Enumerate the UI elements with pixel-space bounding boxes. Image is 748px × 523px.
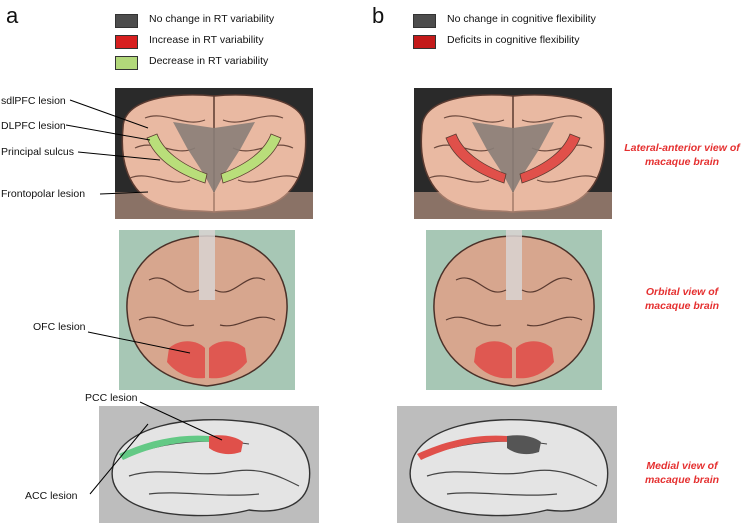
- view-label-line: Orbital view of: [645, 286, 719, 298]
- label-ofc: OFC lesion: [33, 321, 86, 333]
- medial-brain-image-b: [397, 406, 617, 523]
- view-label-medial: Medial view of macaque brain: [612, 459, 748, 487]
- view-label-line: Medial view of: [646, 460, 718, 472]
- legend-swatch: [115, 14, 138, 28]
- legend-label: Increase in RT variability: [149, 34, 264, 46]
- legend-label: No change in RT variability: [149, 13, 275, 25]
- panel-letter-b: b: [372, 3, 385, 28]
- view-label-line: macaque brain: [644, 474, 720, 486]
- lateral-brain-image-a: [115, 88, 313, 219]
- legend-swatch: [115, 35, 138, 49]
- label-principal-sulcus: Principal sulcus: [1, 146, 74, 158]
- view-label-line: macaque brain: [644, 300, 720, 312]
- label-dlpfc: DLPFC lesion: [1, 120, 66, 132]
- orbital-brain-image-b: [426, 230, 602, 390]
- medial-brain-image-a: [99, 406, 319, 523]
- label-frontopolar: Frontopolar lesion: [1, 188, 86, 200]
- legend-label: No change in cognitive flexibility: [447, 13, 596, 25]
- legend-label: Decrease in RT variability: [149, 55, 269, 67]
- legend-label: Deficits in cognitive flexibility: [447, 34, 580, 46]
- panel-letter-a: a: [6, 3, 19, 28]
- legend-swatch: [115, 56, 138, 70]
- view-label-orbital: Orbital view of macaque brain: [612, 285, 748, 313]
- legend-swatch: [413, 14, 436, 28]
- view-label-line: macaque brain: [644, 156, 720, 168]
- lateral-brain-image-b: [414, 88, 612, 219]
- label-acc: ACC lesion: [25, 490, 78, 502]
- label-sdlpfc: sdlPFC lesion: [1, 95, 66, 107]
- view-label-line: Lateral-anterior view of: [624, 142, 740, 154]
- view-label-lateral: Lateral-anterior view of macaque brain: [612, 141, 748, 169]
- label-pcc: PCC lesion: [85, 392, 138, 404]
- legend-swatch: [413, 35, 436, 49]
